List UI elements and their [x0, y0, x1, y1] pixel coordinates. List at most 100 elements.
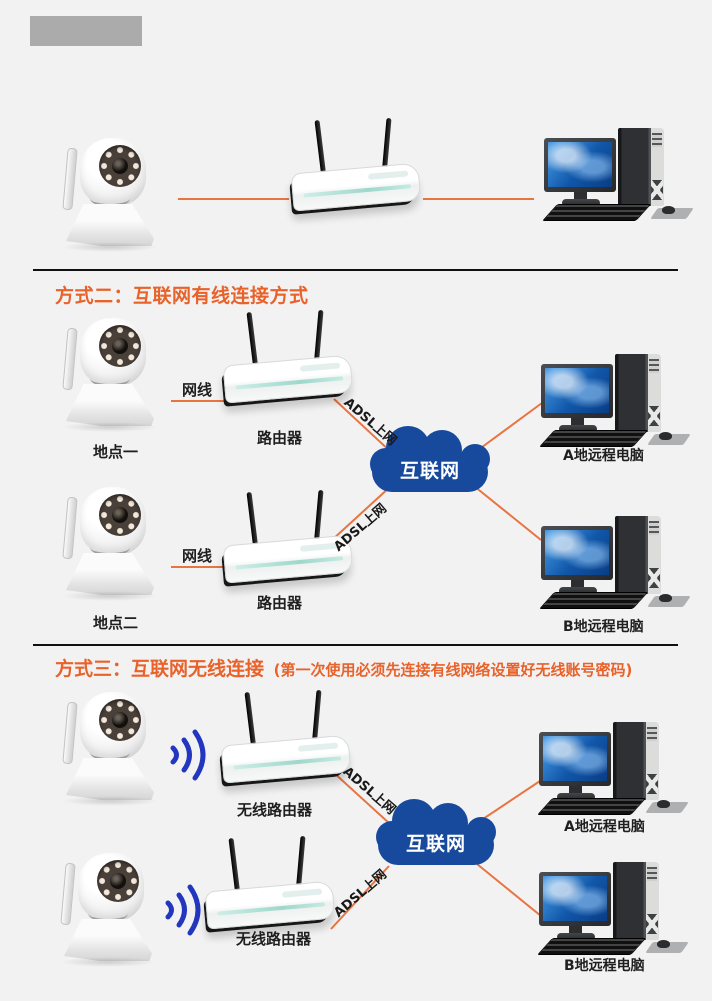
monitor-screen [545, 530, 609, 575]
desktop-pc-image [535, 862, 689, 958]
mouse [659, 594, 672, 602]
ip-camera-image [60, 138, 160, 252]
router-image [290, 117, 422, 214]
camera-lens [112, 338, 128, 354]
cloud-pc-line-s3b [476, 863, 542, 917]
camera-lens-ring [99, 325, 141, 367]
internet-cloud: 互联网 [376, 799, 496, 867]
pc-tower [613, 722, 659, 800]
mouse [657, 940, 670, 948]
ip-camera-image [60, 487, 160, 601]
camera-lens [110, 873, 126, 889]
monitor [544, 138, 616, 192]
internet-label: 互联网 [405, 833, 466, 855]
ip-camera-image [60, 318, 160, 432]
camera-lens [112, 712, 128, 728]
camera-lens-ring [99, 145, 141, 187]
title-placeholder-box [30, 16, 142, 46]
cloud-pc-line-s3a [476, 778, 544, 824]
monitor [541, 526, 613, 580]
router-body [220, 734, 352, 784]
monitor [539, 872, 611, 926]
router-body [204, 880, 336, 930]
ip-camera-image [58, 853, 158, 967]
cloud-pc-line-s2a [473, 399, 547, 454]
camera-lens-ring [97, 860, 139, 902]
wireless-router-label: 无线路由器 [236, 930, 312, 948]
adsl-line-s3b [330, 865, 390, 930]
mouse [657, 800, 670, 808]
desktop-pc-image [537, 354, 691, 450]
router-label: 路由器 [257, 594, 303, 612]
router-body [290, 162, 422, 212]
section3-heading-main: 方式三：互联网无线连接 [55, 658, 265, 680]
pc-tower [618, 128, 664, 206]
remote-pc-label: A地远程电脑 [564, 819, 645, 835]
internet-label: 互联网 [399, 460, 460, 482]
camera-lens-ring [99, 494, 141, 536]
monitor-screen [543, 876, 607, 921]
camera-lens [112, 158, 128, 174]
remote-pc-label: A地远程电脑 [563, 448, 644, 464]
cable-label: 网线 [182, 381, 213, 399]
pc-tower [613, 862, 659, 940]
camera-antenna [62, 496, 78, 560]
camera-antenna [62, 701, 78, 765]
camera-lens [112, 507, 128, 523]
router-image [222, 309, 354, 406]
section3-heading-note: (第一次使用必须先连接有线网络设置好无线账号密码) [273, 661, 633, 679]
desktop-pc-image [535, 722, 689, 818]
router-label: 路由器 [257, 429, 303, 447]
keyboard [537, 798, 647, 815]
keyboard [542, 204, 652, 221]
section-divider [33, 269, 678, 271]
desktop-pc-image [540, 128, 694, 224]
adsl-line-s2a [333, 398, 393, 454]
site-label: 地点二 [93, 614, 139, 632]
wireless-router-image [204, 835, 336, 932]
router-antenna [314, 119, 327, 179]
keyboard [537, 938, 647, 955]
camera-antenna [62, 327, 78, 391]
cloud-pc-line-s2b [473, 485, 542, 541]
cable-label: 网线 [182, 547, 213, 565]
section-divider [33, 644, 678, 646]
remote-pc-label: B地远程电脑 [564, 958, 645, 974]
mouse [659, 432, 672, 440]
router-body [222, 354, 354, 404]
monitor-screen [543, 736, 607, 781]
pc-tower [615, 354, 661, 432]
camera-antenna [62, 147, 78, 211]
adsl-line-s3a [332, 771, 391, 825]
keyboard [539, 592, 649, 609]
router-antenna [246, 311, 259, 371]
camera-base [66, 384, 154, 426]
camera-base [66, 204, 154, 246]
monitor-screen [545, 368, 609, 413]
monitor-screen [548, 142, 612, 187]
mouse [662, 206, 675, 214]
monitor [541, 364, 613, 418]
site-label: 地点一 [93, 443, 139, 461]
pc-tower [615, 516, 661, 594]
camera-base [66, 758, 154, 800]
ip-camera-image [60, 692, 160, 806]
camera-base [66, 553, 154, 595]
wifi-waves-icon [170, 729, 206, 781]
camera-base [64, 919, 152, 961]
monitor [539, 732, 611, 786]
router-antenna [244, 691, 257, 751]
router-antenna [246, 491, 259, 551]
adsl-line-s2b [331, 485, 392, 541]
remote-pc-label: B地远程电脑 [563, 619, 644, 635]
camera-antenna [60, 862, 76, 926]
section2-heading: 方式二：互联网有线连接方式 [55, 285, 309, 307]
desktop-pc-image [537, 516, 691, 612]
router-antenna [228, 837, 241, 897]
section3-heading: 方式三：互联网无线连接 (第一次使用必须先连接有线网络设置好无线账号密码) [55, 654, 632, 681]
wifi-waves-icon [165, 884, 201, 936]
wireless-router-label: 无线路由器 [237, 801, 313, 819]
wireless-router-image [220, 689, 352, 786]
